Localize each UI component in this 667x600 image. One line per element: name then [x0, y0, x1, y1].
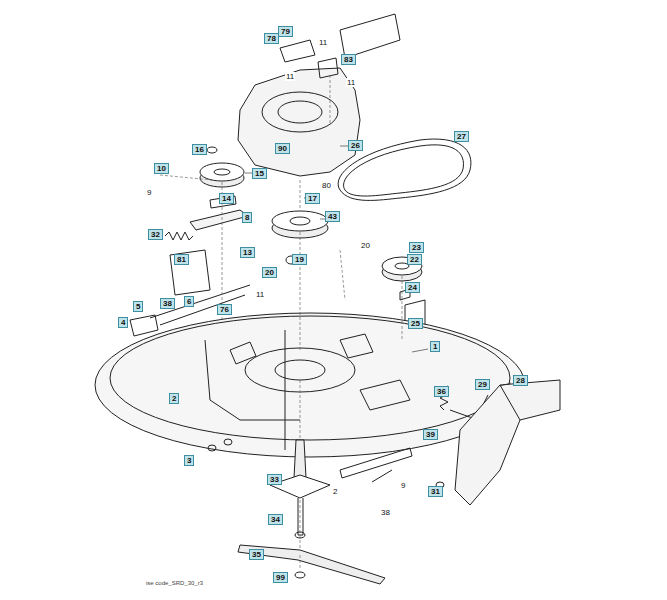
callout-number: 24: [405, 282, 420, 293]
callout-number: 83: [341, 54, 356, 65]
callout-number: 32: [148, 229, 163, 240]
callout-number: 4: [118, 317, 128, 328]
callout-number: 79: [278, 26, 293, 37]
callout-number: 81: [174, 254, 189, 265]
callout-number: 1: [430, 341, 440, 352]
callout-number: 11: [346, 78, 356, 87]
callout-number: 2: [332, 487, 338, 496]
callout-number: 76: [217, 304, 232, 315]
callout-number: 11: [318, 38, 328, 47]
callout-number: 14: [219, 193, 234, 204]
callout-number: 20: [360, 241, 371, 250]
callout-number: 36: [434, 386, 449, 397]
callout-number: 90: [275, 143, 290, 154]
callout-number: 38: [160, 298, 175, 309]
callout-number: 2: [169, 393, 179, 404]
callout-number: 43: [325, 211, 340, 222]
callout-number: 99: [273, 572, 288, 583]
callout-number: 25: [408, 318, 423, 329]
callout-number: 9: [146, 188, 152, 197]
callout-number: 28: [513, 375, 528, 386]
callout-number: 26: [348, 140, 363, 151]
callout-number: 23: [409, 242, 424, 253]
callout-number: 16: [192, 144, 207, 155]
callout-number: 20: [262, 267, 277, 278]
callout-number: 15: [252, 168, 267, 179]
callout-number: 17: [305, 193, 320, 204]
callout-number: 8: [242, 212, 252, 223]
callout-number: 31: [428, 486, 443, 497]
callout-number: 38: [380, 508, 391, 517]
callout-number: 3: [184, 455, 194, 466]
callout-number: 78: [264, 33, 279, 44]
callout-number: 39: [423, 429, 438, 440]
callout-number: 11: [255, 290, 265, 299]
callout-number: 11: [285, 72, 295, 81]
callout-number: 10: [154, 163, 169, 174]
callout-number: 27: [454, 131, 469, 142]
callout-number: 6: [184, 296, 194, 307]
callout-number: 9: [400, 481, 406, 490]
drawing-code: ise code_SRD_30_r3: [146, 580, 203, 587]
callout-number: 19: [292, 254, 307, 265]
callout-number: 13: [240, 247, 255, 258]
callout-number: 34: [268, 514, 283, 525]
callout-number: 33: [267, 474, 282, 485]
callout-number: 35: [249, 549, 264, 560]
callout-number: 80: [321, 181, 332, 190]
callout-number: 22: [407, 254, 422, 265]
callout-number: 29: [475, 379, 490, 390]
callout-number: 5: [133, 301, 143, 312]
